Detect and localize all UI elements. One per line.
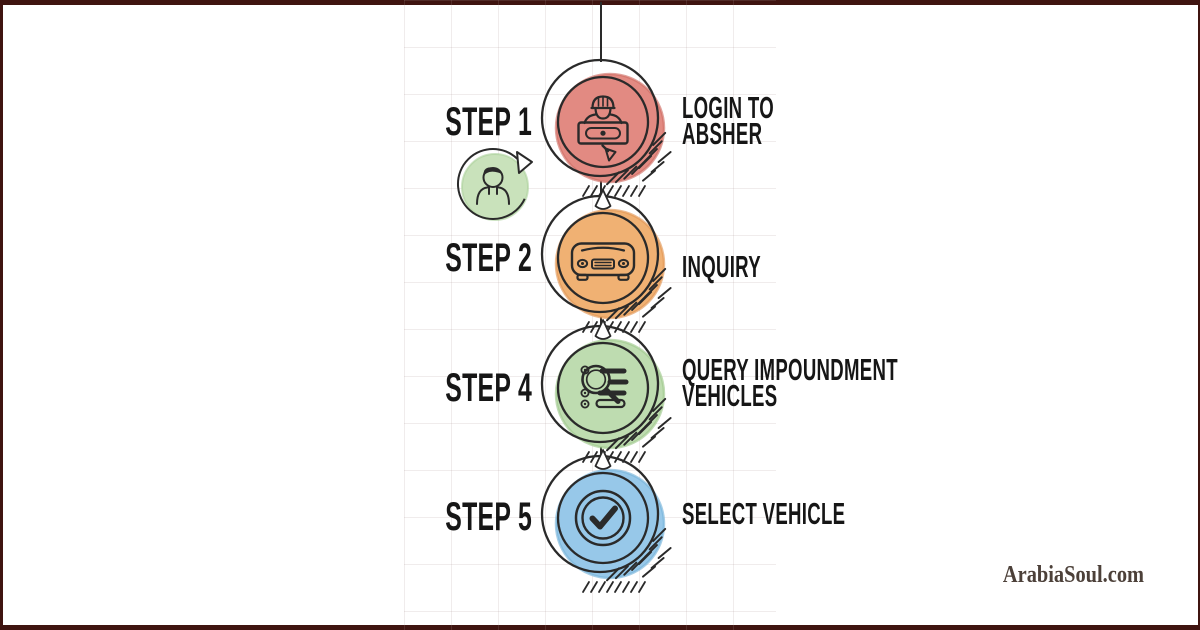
step-label-5: STEP 5 (445, 495, 532, 539)
step-title-line: VEHICLES (682, 378, 778, 413)
step-title-line: INQUIRY (682, 249, 761, 284)
frame-bottom-bar (0, 625, 1200, 630)
step-node-3 (540, 319, 672, 463)
step-title-1: LOGIN TO ABSHER (682, 90, 774, 151)
step-title-line: ABSHER (682, 116, 763, 151)
step-label-2: STEP 2 (445, 236, 532, 280)
step-node-1 (540, 58, 672, 197)
step-title-line: SELECT VEHICLE (682, 496, 846, 531)
step-title-5: SELECT VEHICLE (682, 496, 846, 531)
steps-timeline-graphic (457, 2, 672, 593)
balloon-knot (594, 449, 612, 470)
step-label-1: STEP 1 (445, 100, 532, 144)
car-icon (570, 242, 636, 281)
avatar (457, 148, 533, 221)
watermark: ArabiaSoul.com (1002, 562, 1144, 588)
step-title-4: QUERY IMPOUNDMENT VEHICLES (682, 352, 898, 413)
step-node-4 (540, 449, 672, 593)
check-circle-icon (574, 489, 632, 547)
step-title-line: QUERY IMPOUNDMENT (682, 352, 898, 387)
balloon-knot (594, 319, 612, 340)
step-title-line: LOGIN TO (682, 90, 774, 125)
step-node-2 (540, 189, 672, 333)
person-refresh-icon (476, 167, 510, 205)
search-list-icon (580, 364, 629, 409)
step-title-2: INQUIRY (682, 249, 761, 284)
step-2-blob (556, 210, 664, 318)
step-label-4: STEP 4 (445, 366, 532, 410)
frame-left-bar (0, 0, 3, 630)
refresh-arrow-icon (457, 148, 526, 220)
refresh-arrowhead-icon (516, 151, 533, 174)
step-5-blob (556, 470, 664, 578)
login-id-card-icon (577, 95, 629, 162)
frame-right-bar (1198, 0, 1200, 630)
